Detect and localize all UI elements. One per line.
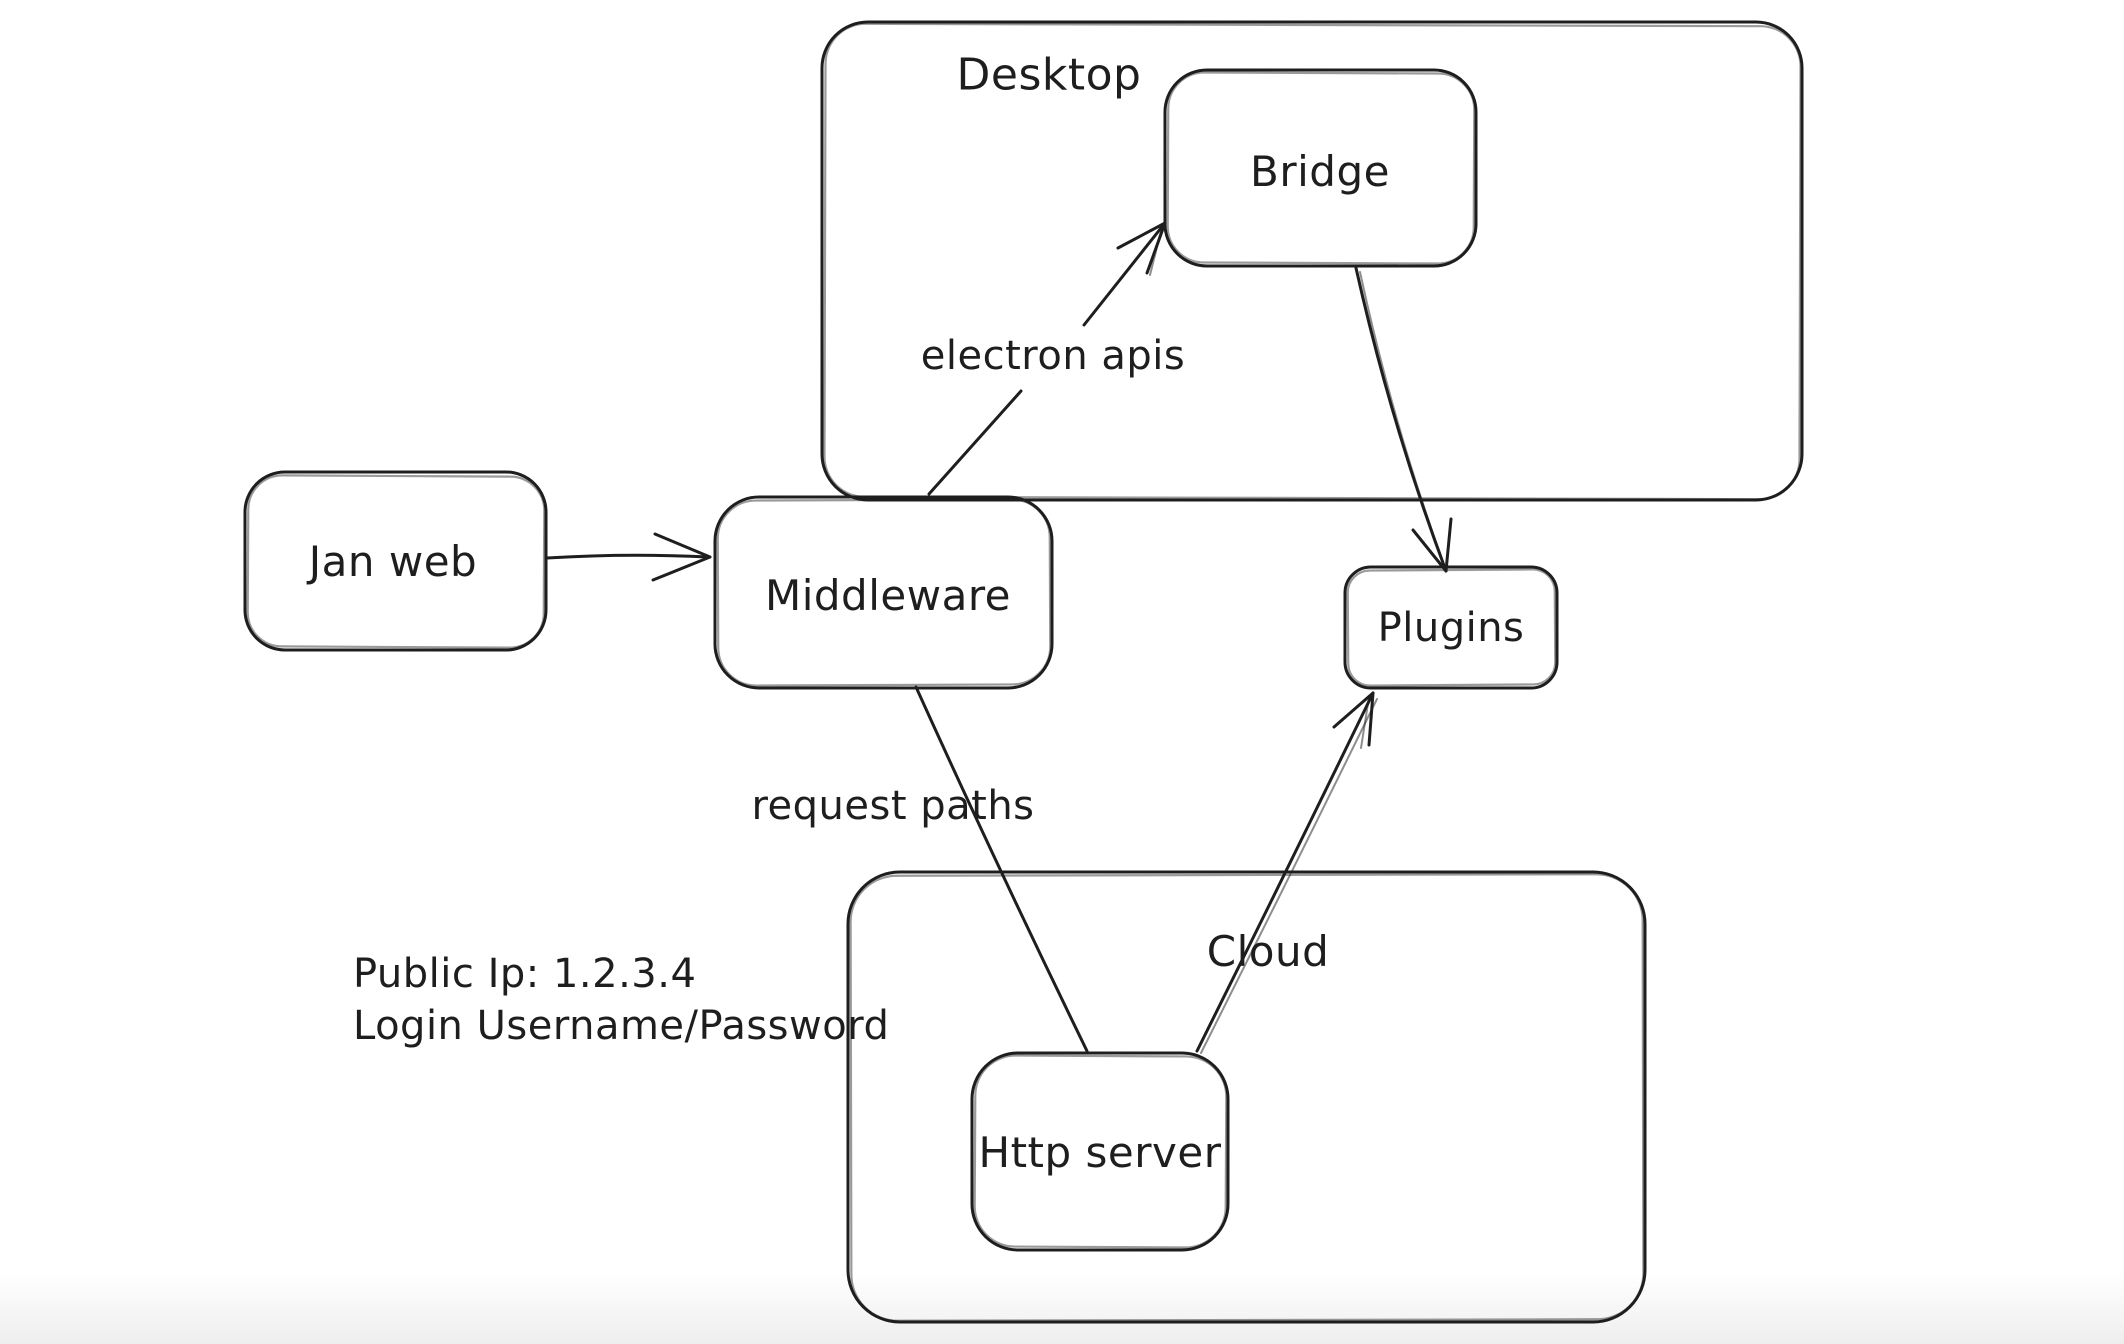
jan-web-node-overdraw <box>246 474 546 649</box>
plugins-node-overdraw <box>1346 568 1557 687</box>
bridge-node-label[interactable]: Bridge <box>1250 146 1390 196</box>
middleware-node-shape[interactable] <box>713 495 1054 690</box>
http-server-node-shape[interactable] <box>970 1051 1230 1252</box>
desktop-container-overdraw <box>823 22 1802 501</box>
bridge-node-overdraw <box>1166 71 1476 265</box>
edge-middleware-bridge-arrowhead-overdraw <box>1149 226 1163 276</box>
edge-httpserver-plugins-overdraw <box>1200 698 1378 1054</box>
cloud-container-overdraw <box>849 873 1645 1322</box>
annotation-line-public-ip: Public Ip: 1.2.3.4 <box>353 951 697 997</box>
edge-janweb-middleware[interactable] <box>545 553 710 560</box>
cloud-container-shape[interactable] <box>846 870 1647 1324</box>
edge-middleware-httpserver[interactable] <box>914 685 1089 1053</box>
desktop-container-shape[interactable] <box>820 20 1804 502</box>
middleware-node-label[interactable]: Middleware <box>764 570 1012 620</box>
plugins-node-shape[interactable] <box>1343 565 1559 690</box>
jan-web-node-shape[interactable] <box>243 470 548 652</box>
plugins-node-label[interactable]: Plugins <box>1377 605 1525 651</box>
edge-httpserver-plugins-arrowhead-overdraw <box>1360 696 1370 749</box>
jan-web-node-label[interactable]: Jan web <box>308 536 478 586</box>
public-ip-annotation[interactable]: Public Ip: 1.2.3.4 Login Username/Passwo… <box>353 948 889 1052</box>
edge-middleware-bridge[interactable] <box>927 221 1167 496</box>
edge-janweb-middleware-arrowhead-overdraw <box>661 558 707 578</box>
edge-bridge-plugins-arrowhead <box>1411 517 1453 573</box>
annotation-line-login: Login Username/Password <box>353 1003 890 1049</box>
edge-label-request-paths[interactable]: request paths <box>751 783 1035 829</box>
edge-bridge-plugins-overdraw <box>1359 271 1442 557</box>
cloud-container-label[interactable]: Cloud <box>1206 926 1330 976</box>
edge-httpserver-plugins[interactable] <box>1195 691 1375 1053</box>
desktop-container-label[interactable]: Desktop <box>956 49 1142 101</box>
middleware-node-overdraw <box>716 498 1052 687</box>
http-server-node-label[interactable]: Http server <box>978 1127 1222 1177</box>
http-server-node-overdraw <box>973 1054 1228 1249</box>
edge-httpserver-plugins-arrowhead <box>1332 691 1375 747</box>
edge-label-electron-apis[interactable]: electron apis <box>920 333 1186 379</box>
bridge-node-shape[interactable] <box>1163 68 1478 268</box>
